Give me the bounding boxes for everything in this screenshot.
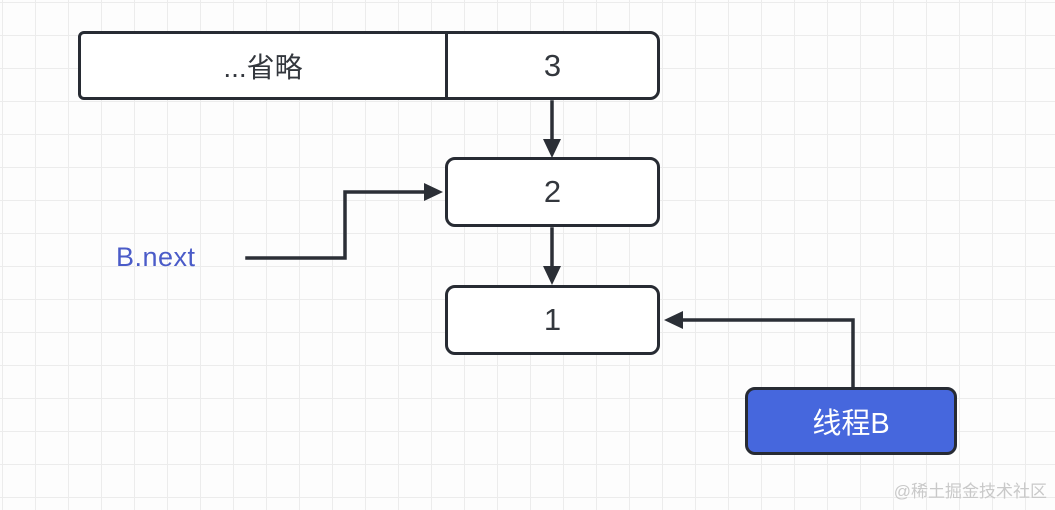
watermark: @稀土掘金技术社区 <box>893 482 1047 501</box>
thread-b-box: 线程B <box>745 387 957 455</box>
queue-node-3-cell: 3 <box>448 34 657 97</box>
queue-node-1: 1 <box>445 285 660 355</box>
queue-omitted-label: ...省略 <box>223 51 303 83</box>
arrow-2-to-1 <box>543 227 561 285</box>
thread-b-label: 线程B <box>812 408 890 440</box>
queue-node-2-label: 2 <box>543 174 562 209</box>
arrow-threadb-to-1 <box>664 311 855 390</box>
b-next-pointer-label: B.next <box>116 242 196 272</box>
queue-head-row: ...省略 3 <box>78 31 660 100</box>
arrow-3-to-2 <box>543 100 561 158</box>
arrow-bnext-to-2 <box>245 183 443 260</box>
queue-node-1-label: 1 <box>543 302 562 337</box>
queue-omitted-cell: ...省略 <box>81 34 448 97</box>
queue-node-3-label: 3 <box>543 47 562 83</box>
queue-node-2: 2 <box>445 157 660 227</box>
